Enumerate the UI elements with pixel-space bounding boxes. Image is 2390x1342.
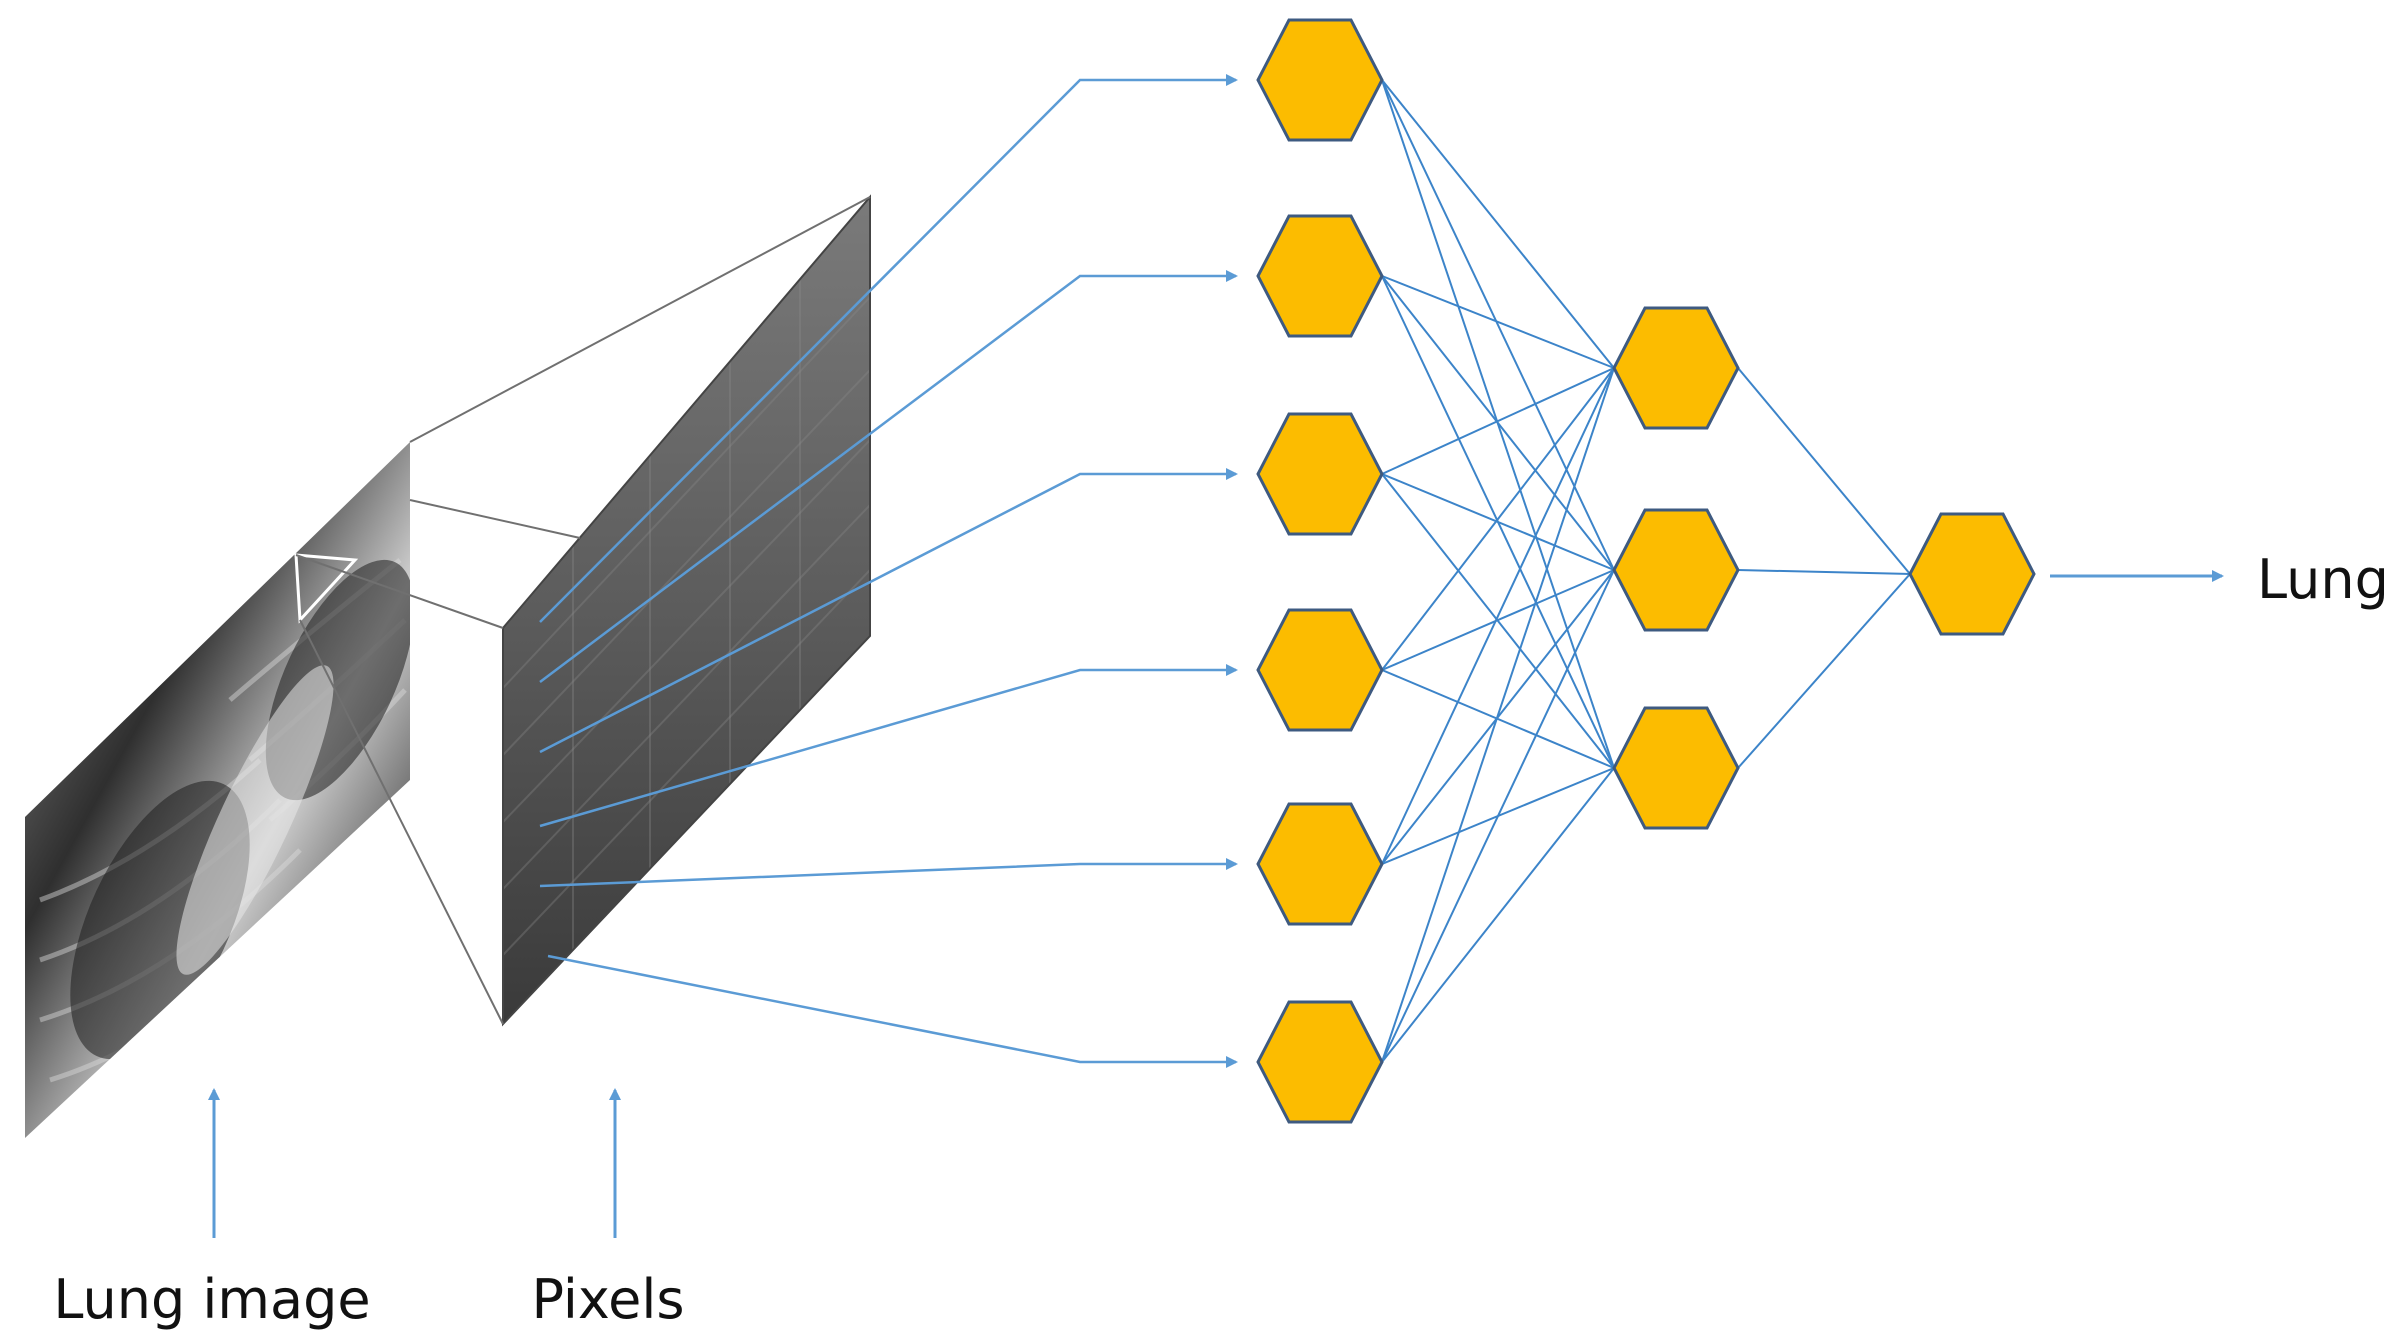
input-node-6: [1256, 1000, 1384, 1124]
pixels-panel: [502, 194, 871, 1027]
output-label: Lung: [2257, 548, 2389, 611]
connection-l0-n5-to-n1: [1381, 569, 1615, 1063]
input-node-4: [1256, 608, 1384, 732]
connection-l0-n5-to-n2: [1381, 767, 1615, 1063]
connection-l0-n4-to-n0: [1381, 367, 1615, 865]
input-node-5: [1256, 802, 1384, 926]
connection-l0-n3-to-n2: [1381, 669, 1615, 769]
connection-l0-n1-to-n1: [1381, 275, 1615, 571]
input-arrows: [539, 74, 1238, 1068]
pixel-to-input-arrow-6: [547, 954, 1238, 1068]
pixel-to-input-arrow-3: [539, 468, 1238, 754]
pixel-to-input-arrow-1: [539, 74, 1238, 623]
hidden-node-1: [1612, 306, 1740, 430]
connection-l0-n3-to-n1: [1381, 569, 1615, 671]
hidden-node-2: [1612, 508, 1740, 632]
input-node-3: [1256, 412, 1384, 536]
lung-image-label: Lung image: [53, 1268, 370, 1331]
connection-l1-n0-to-n0: [1737, 367, 1911, 575]
connection-l0-n2-to-n0: [1381, 367, 1615, 475]
projection-lines: [295, 196, 871, 1025]
lung-image-panel: [25, 442, 410, 1138]
pixel-to-input-arrow-4: [539, 664, 1238, 828]
pixel-to-input-arrow-5: [539, 858, 1238, 888]
pixel-to-input-arrow-2: [539, 270, 1238, 683]
connection-l0-n0-to-n1: [1381, 79, 1615, 571]
input-node-2: [1256, 214, 1384, 338]
connection-l1-n2-to-n0: [1737, 573, 1911, 769]
connection-l0-n1-to-n0: [1381, 275, 1615, 369]
connection-l1-n1-to-n0: [1737, 569, 1911, 575]
hidden-node-3: [1612, 706, 1740, 830]
connection-l0-n5-to-n0: [1381, 367, 1615, 1063]
connection-l0-n0-to-n0: [1381, 79, 1615, 369]
network-nodes: [1256, 18, 2036, 1124]
connection-l0-n3-to-n0: [1381, 367, 1615, 671]
input-node-1: [1256, 18, 1384, 142]
network-connections: [1381, 79, 1911, 1063]
pixels-label: Pixels: [531, 1268, 684, 1331]
connection-l0-n2-to-n1: [1381, 473, 1615, 571]
output-node-1: [1908, 512, 2036, 636]
